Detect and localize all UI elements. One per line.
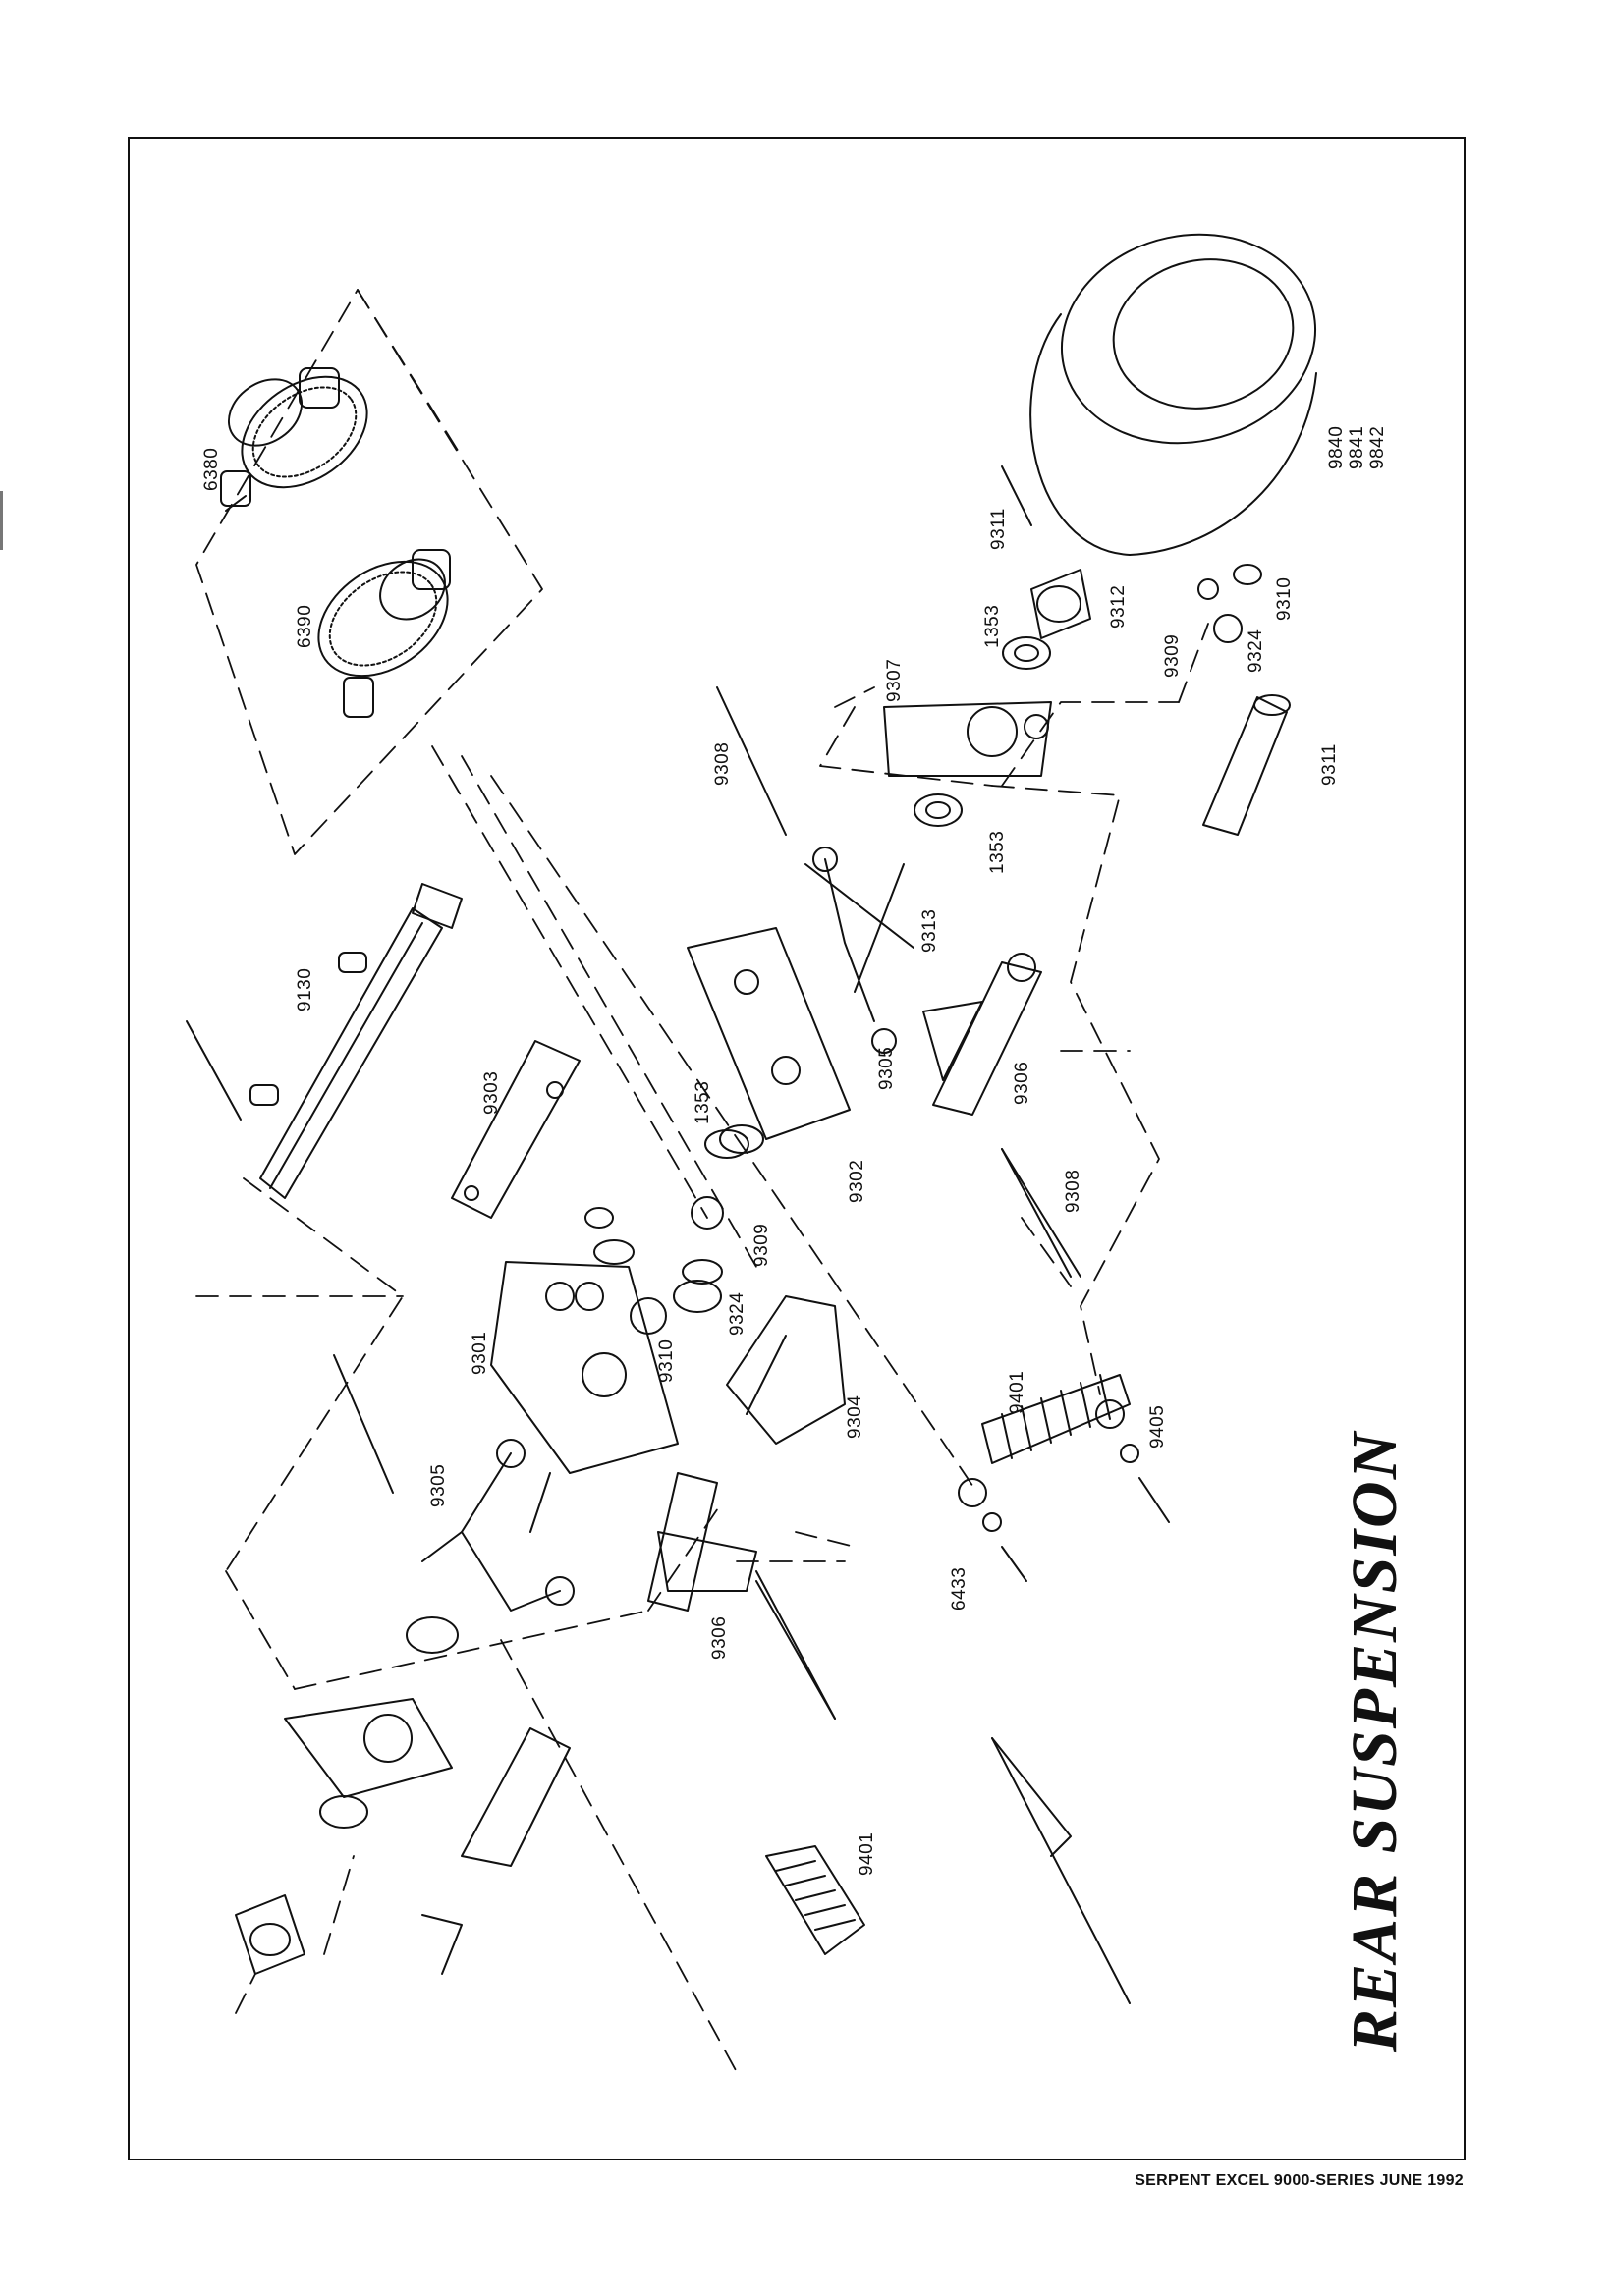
bulkhead-9301 bbox=[490, 1261, 679, 1474]
label-1353c: 1353 bbox=[982, 604, 1003, 648]
label-9306b: 9306 bbox=[709, 1615, 730, 1660]
wedge-9304 bbox=[726, 1295, 846, 1445]
shock-9401-right bbox=[958, 1374, 1131, 1507]
plate-9303 bbox=[451, 1040, 581, 1219]
label-9307: 9307 bbox=[884, 658, 905, 702]
label-9405: 9405 bbox=[1147, 1404, 1168, 1449]
shock-9401-left bbox=[765, 1845, 865, 1955]
label-1353a: 1353 bbox=[693, 1080, 713, 1124]
hub-carrier-9307 bbox=[883, 701, 1052, 777]
label-9301: 9301 bbox=[470, 1331, 490, 1375]
pins-and-rods bbox=[333, 686, 1081, 1720]
label-9313: 9313 bbox=[919, 908, 940, 953]
label-9310b: 9310 bbox=[656, 1339, 677, 1383]
bearings-1353 bbox=[319, 636, 1051, 1829]
label-9309a: 9309 bbox=[1162, 633, 1183, 678]
axle-9311 bbox=[1001, 465, 1291, 836]
label-9310a: 9310 bbox=[1274, 576, 1295, 621]
hub-9312 bbox=[1030, 569, 1091, 639]
label-9842: 9842 bbox=[1367, 425, 1388, 469]
page-title: REAR SUSPENSION bbox=[1339, 1430, 1411, 2052]
label-9308b: 9308 bbox=[712, 741, 733, 786]
ball-stud-parts bbox=[545, 564, 1262, 1313]
link-9305-lower bbox=[421, 1439, 575, 1612]
differential-6390 bbox=[317, 549, 451, 718]
scan-edge-mark bbox=[0, 491, 3, 550]
label-9305b: 9305 bbox=[428, 1463, 449, 1507]
label-9305a: 9305 bbox=[876, 1046, 897, 1090]
left-hub-axle bbox=[235, 1727, 571, 1975]
label-9324b: 9324 bbox=[727, 1291, 748, 1336]
rear-bracket-9130 bbox=[186, 883, 463, 1199]
label-9302: 9302 bbox=[847, 1159, 867, 1203]
wishbone-9306-upper bbox=[922, 953, 1072, 1278]
drawing-frame bbox=[128, 137, 1466, 2160]
label-9401a: 9401 bbox=[1007, 1370, 1027, 1414]
label-9841: 9841 bbox=[1347, 425, 1367, 469]
label-6390: 6390 bbox=[295, 604, 315, 648]
differential-6380 bbox=[220, 367, 368, 512]
label-9311b: 9311 bbox=[1319, 743, 1340, 786]
hub-carrier-left bbox=[284, 1698, 453, 1798]
label-9840: 9840 bbox=[1326, 425, 1347, 469]
label-6433: 6433 bbox=[949, 1566, 970, 1611]
label-9312: 9312 bbox=[1108, 584, 1129, 629]
label-9303: 9303 bbox=[481, 1070, 502, 1115]
wishbone-9306-lower bbox=[647, 1472, 836, 1720]
link-9305-upper bbox=[804, 847, 914, 1054]
label-9401b: 9401 bbox=[857, 1831, 877, 1876]
assembly-guide-lines bbox=[195, 289, 1209, 2073]
bulkhead-9302 bbox=[687, 927, 851, 1154]
label-9130: 9130 bbox=[295, 967, 315, 1011]
footer-caption: SERPENT EXCEL 9000-SERIES JUNE 1992 bbox=[1135, 2172, 1464, 2189]
label-9306a: 9306 bbox=[1012, 1061, 1032, 1105]
label-6380: 6380 bbox=[201, 447, 222, 491]
label-9304: 9304 bbox=[845, 1394, 865, 1439]
label-9311a: 9311 bbox=[988, 508, 1009, 550]
label-9308a: 9308 bbox=[1063, 1169, 1083, 1213]
label-9309b: 9309 bbox=[751, 1223, 772, 1267]
label-1353b: 1353 bbox=[987, 830, 1008, 874]
label-9324a: 9324 bbox=[1246, 629, 1266, 673]
shock-mount-screws bbox=[982, 1444, 1170, 1582]
direction-marker bbox=[991, 1737, 1131, 2004]
rear-wheel-9840 bbox=[1029, 233, 1317, 556]
